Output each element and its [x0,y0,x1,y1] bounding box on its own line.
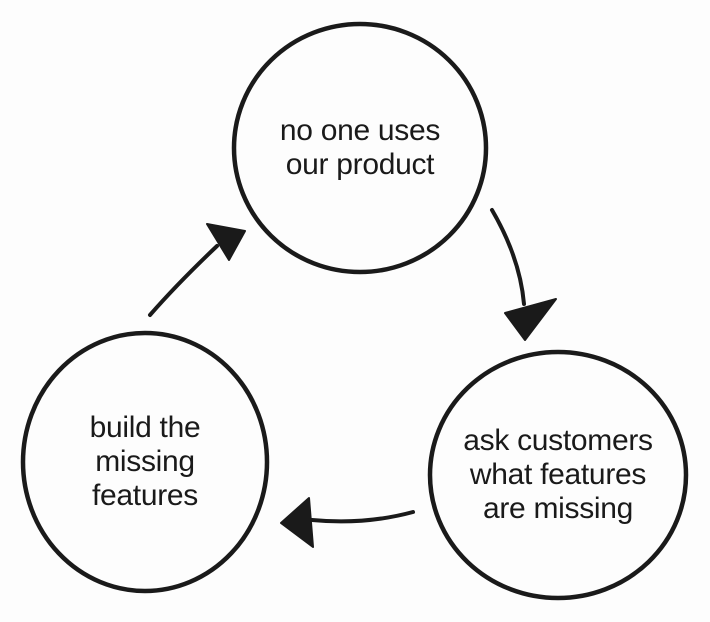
arrow-top-to-bottom-right [490,208,526,306]
arrowhead-up-right-icon [206,223,246,261]
node-label-no-one-uses-product: no one uses our product [279,114,441,181]
node-label-ask-customers: ask customers what features are missing [463,424,653,525]
arrow-bottom-left-to-top [148,244,219,317]
node-circle-no-one-uses-product [231,21,489,275]
arrowhead-down-icon [504,298,557,341]
arrowhead-left-icon [280,497,314,548]
node-circle-ask-customers [427,349,689,601]
node-label-build-features: build the missing features [89,411,201,512]
node-circle-build-features [20,330,270,594]
arrow-bottom-right-to-bottom-left [310,510,415,524]
